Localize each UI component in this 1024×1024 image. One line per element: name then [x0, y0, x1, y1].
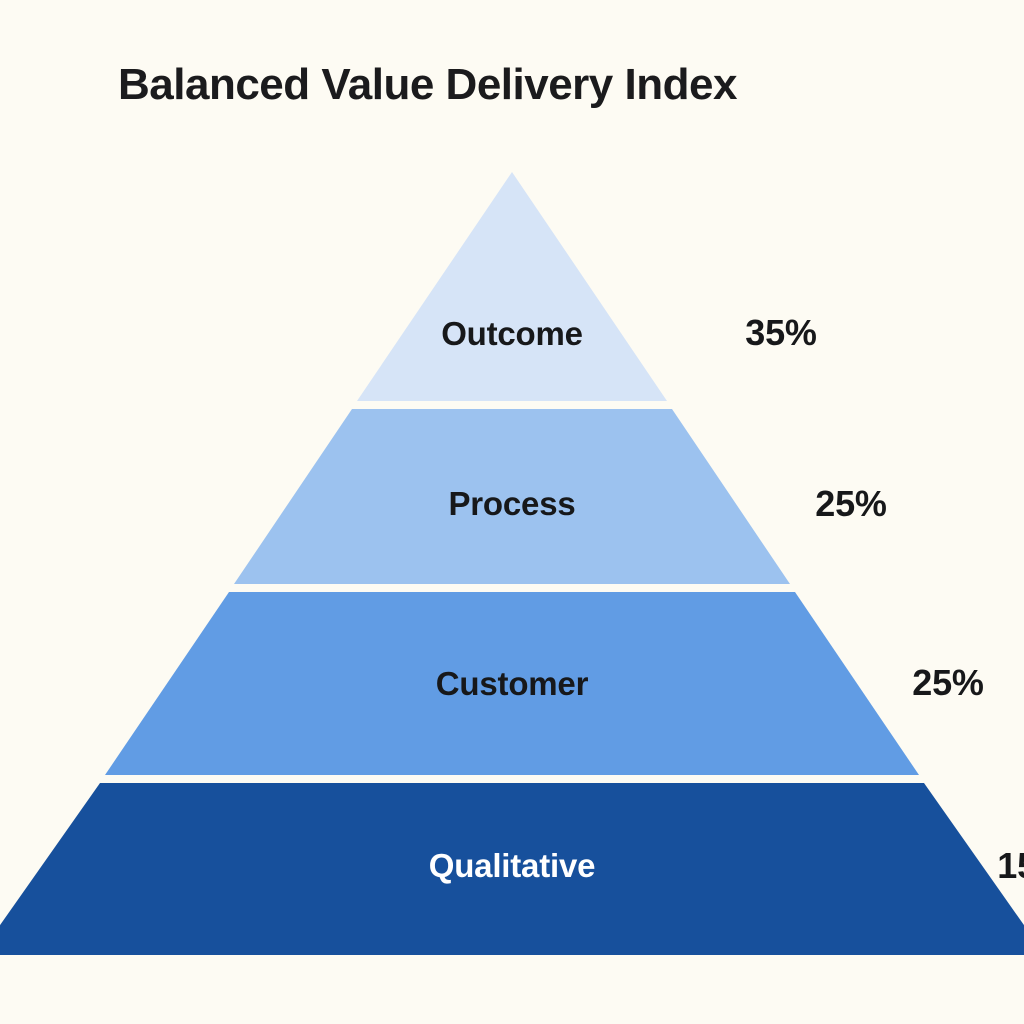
pyramid-tier-process[interactable]: [234, 409, 790, 584]
pyramid-tier-label-process: Process: [448, 485, 576, 522]
page-title: Balanced Value Delivery Index: [118, 60, 737, 109]
pyramid-tier-label-outcome: Outcome: [441, 315, 583, 352]
pyramid-tier-outcome[interactable]: [357, 172, 667, 401]
pyramid-tier-qualitative[interactable]: [0, 783, 1024, 955]
pyramid-tier-value-outcome: 35%: [745, 312, 817, 353]
pyramid-tier-value-customer: 25%: [912, 662, 984, 703]
pyramid-tier-value-process: 25%: [815, 483, 887, 524]
pyramid-tier-customer[interactable]: [105, 592, 919, 775]
pyramid-tier-label-qualitative: Qualitative: [428, 847, 596, 884]
pyramid-tier-value-qualitative: 15%: [997, 845, 1024, 886]
pyramid-tier-label-customer: Customer: [435, 665, 589, 702]
